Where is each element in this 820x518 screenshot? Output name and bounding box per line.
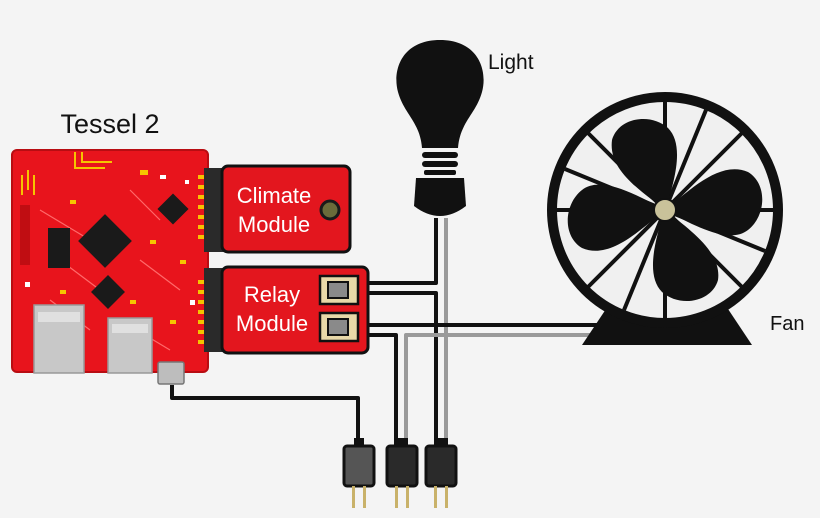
wire-relay2-to-plug [360,333,398,445]
wire-fan-gray [404,333,612,445]
climate-label-line2: Module [238,212,310,237]
light-label: Light [488,51,534,74]
sensor-icon [319,199,341,221]
wire-relay1-to-plug [360,291,438,445]
climate-module: Climate Module [220,164,352,254]
fan-icon [547,92,783,345]
climate-label-line1: Climate [237,183,312,208]
wire-board-to-plug [170,385,360,440]
power-plug-icon [385,438,419,508]
fan-label: Fan [770,313,804,335]
power-plug-icon [424,438,458,508]
relay-label-line2: Module [236,311,308,336]
wire-light-black [360,218,438,285]
light-bulb-icon [396,40,484,216]
relay-terminal-2 [318,311,360,343]
wires [170,218,612,445]
tessel-board-icon [11,149,209,385]
board-label: Tessel 2 [60,109,159,139]
relay-terminal-1 [318,274,360,306]
relay-label-line1: Relay [244,282,300,307]
power-plug-icon [342,438,376,508]
relay-module: Relay Module [220,265,370,355]
